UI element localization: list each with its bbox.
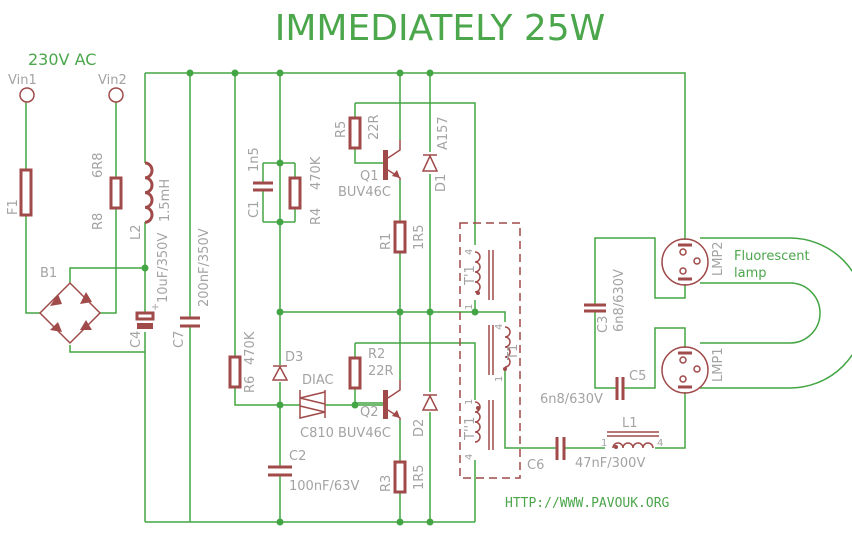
title: IMMEDIATELY 25W bbox=[275, 8, 606, 49]
pin-label: 1 bbox=[464, 304, 475, 310]
diac-label: DIAC bbox=[302, 373, 334, 388]
r6-label: R6 bbox=[243, 376, 258, 393]
d3-label: D3 bbox=[285, 350, 303, 365]
supply-label: 230V AC bbox=[28, 50, 96, 69]
resistor-r5 bbox=[348, 116, 362, 150]
svg-text:+: + bbox=[151, 302, 159, 313]
r2-value: 22R bbox=[368, 364, 394, 379]
r5-value: 22R bbox=[367, 114, 382, 140]
transformer-t1-outline bbox=[459, 222, 521, 479]
resistor-r3 bbox=[393, 460, 407, 494]
resistor-r1 bbox=[393, 220, 407, 254]
c3-label: C3 bbox=[596, 316, 611, 333]
c6-label: C6 bbox=[527, 458, 544, 473]
transistor-q2 bbox=[383, 380, 401, 420]
r1-value: 1R5 bbox=[412, 224, 427, 250]
r5-label: R5 bbox=[334, 121, 349, 138]
c3-value: 6n8/630V bbox=[612, 269, 627, 332]
bridge-rectifier-b1 bbox=[38, 281, 102, 345]
diode-d2 bbox=[421, 394, 439, 411]
q2-value: BUV46C bbox=[338, 426, 391, 441]
resistor-r6 bbox=[228, 355, 242, 389]
lamp-note-line2: lamp bbox=[734, 266, 767, 281]
q1-value: BUV46C bbox=[338, 185, 391, 200]
vin1-label: Vin1 bbox=[8, 73, 37, 88]
l2-value: 1.5mH bbox=[158, 179, 173, 222]
c1-label: C1 bbox=[247, 201, 262, 218]
r8-value: 6R8 bbox=[91, 152, 106, 178]
transformer-winding-t1a bbox=[474, 250, 494, 300]
transformer-winding-t1b bbox=[474, 400, 494, 450]
pin-label: 4 bbox=[494, 324, 505, 330]
resistor-r4 bbox=[288, 176, 302, 210]
vin2-label: Vin2 bbox=[98, 73, 127, 88]
diode-d1 bbox=[421, 154, 439, 172]
c1-value: 1n5 bbox=[247, 147, 262, 172]
c2-label: C2 bbox=[289, 449, 306, 464]
r8-label: R8 bbox=[91, 213, 106, 230]
lamp-lmp1 bbox=[661, 346, 709, 394]
url-link[interactable]: HTTP://WWW.PAVOUK.ORG bbox=[505, 496, 670, 511]
c2-value: 100nF/63V bbox=[289, 479, 359, 494]
resistor-r2 bbox=[348, 356, 362, 390]
t1a-label: T'1 bbox=[463, 265, 478, 286]
r3-value: 1R5 bbox=[412, 464, 427, 490]
c5-value: 6n8/630V bbox=[540, 392, 603, 407]
pin-label: 1 bbox=[601, 438, 607, 449]
r4-value: 470K bbox=[309, 156, 324, 190]
capacitor-c7 bbox=[180, 316, 200, 328]
wires bbox=[25, 72, 852, 523]
l2-label: L2 bbox=[129, 224, 144, 240]
lamp-lmp2 bbox=[661, 238, 709, 286]
transformer-winding-t1 bbox=[488, 325, 511, 375]
q2-label: Q2 bbox=[360, 405, 379, 420]
r2-label: R2 bbox=[368, 347, 385, 362]
c4-label: C4 bbox=[129, 331, 144, 348]
t1b-label: T''1 bbox=[463, 417, 478, 441]
vin2-terminal bbox=[108, 87, 124, 103]
r3-label: R3 bbox=[379, 475, 394, 492]
lmp2-label: LMP2 bbox=[711, 241, 726, 276]
vin1-terminal bbox=[19, 87, 35, 103]
capacitor-c2 bbox=[268, 465, 292, 477]
pin-label: 1 bbox=[464, 399, 475, 405]
r1-label: R1 bbox=[379, 233, 394, 250]
diac-value: C810 bbox=[300, 426, 334, 441]
inductor-l1 bbox=[607, 431, 659, 449]
diac bbox=[299, 390, 326, 419]
capacitor-c6 bbox=[555, 437, 566, 460]
capacitor-c4 bbox=[135, 311, 155, 321]
c7-label: C7 bbox=[172, 331, 187, 348]
d2-label: D2 bbox=[412, 419, 427, 437]
inductor-l2 bbox=[144, 161, 154, 224]
l1-label: L1 bbox=[622, 416, 638, 431]
r6-value: 470K bbox=[243, 331, 258, 365]
c5-label: C5 bbox=[629, 369, 646, 384]
fuse-f1 bbox=[19, 168, 33, 217]
b1-label: B1 bbox=[40, 266, 57, 281]
pin-label: 4 bbox=[464, 249, 475, 255]
junctions bbox=[141, 69, 479, 526]
f1-label: F1 bbox=[6, 199, 21, 215]
pin-label: 1 bbox=[494, 376, 505, 382]
pin-label: 4 bbox=[464, 454, 475, 460]
transistor-q1 bbox=[383, 140, 401, 180]
d1-value: A157 bbox=[436, 116, 451, 150]
c7-value: 200nF/350V bbox=[197, 228, 212, 307]
capacitor-c1 bbox=[253, 181, 273, 192]
lamp-note-line1: Fluorescent bbox=[734, 249, 810, 264]
t1-label: T1 bbox=[506, 344, 521, 361]
d1-label: D1 bbox=[434, 174, 449, 192]
r4-label: R4 bbox=[309, 208, 324, 225]
c4-value: 10uF/350V bbox=[156, 233, 171, 303]
diode-d3 bbox=[271, 365, 289, 381]
lmp1-label: LMP1 bbox=[711, 347, 726, 382]
q1-label: Q1 bbox=[360, 169, 379, 184]
pin-label: 4 bbox=[657, 438, 663, 449]
capacitor-c5 bbox=[615, 377, 625, 400]
c6-value: 47nF/300V bbox=[575, 456, 645, 471]
capacitor-c3 bbox=[584, 303, 606, 313]
resistor-r8 bbox=[109, 176, 123, 210]
